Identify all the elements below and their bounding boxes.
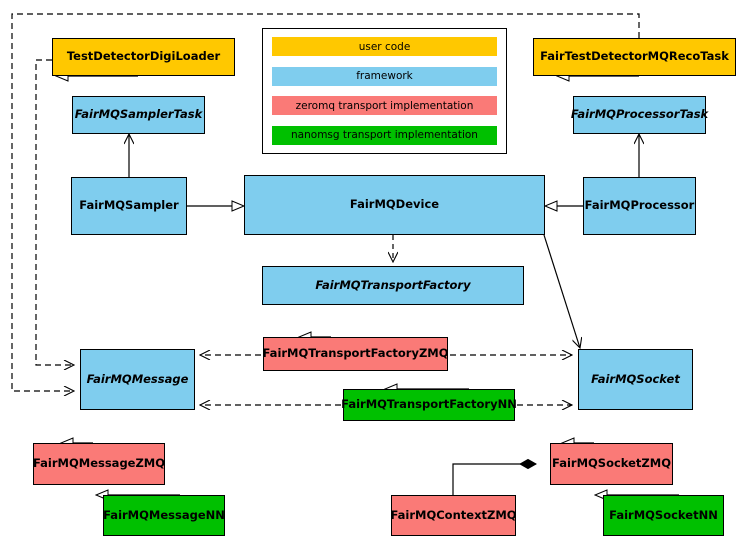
class-node-fairmq-transport-factory[interactable]: FairMQTransportFactory bbox=[262, 266, 524, 305]
class-node-fair-test-detector-mq-reco-task[interactable]: FairTestDetectorMQRecoTask bbox=[533, 38, 736, 76]
class-node-fairmq-device[interactable]: FairMQDevice bbox=[244, 175, 545, 235]
class-node-test-detector-digi-loader[interactable]: TestDetectorDigiLoader bbox=[52, 38, 235, 76]
class-node-fairmq-message-zmq[interactable]: FairMQMessageZMQ bbox=[33, 443, 165, 485]
class-label: FairMQSocketNN bbox=[609, 507, 718, 522]
edge-device-socket bbox=[543, 234, 580, 348]
legend-item-user-code: user code bbox=[272, 37, 497, 56]
class-label: FairMQDevice bbox=[349, 197, 440, 212]
class-node-fairmq-processor-task[interactable]: FairMQProcessorTask bbox=[570, 96, 709, 134]
class-node-fairmq-socket[interactable]: FairMQSocket bbox=[578, 349, 693, 410]
class-label: FairMQMessage bbox=[86, 371, 189, 386]
legend-label: zeromq transport implementation bbox=[295, 99, 474, 112]
class-label: FairMQProcessorTask bbox=[570, 107, 709, 122]
class-label: FairMQTransportFactory bbox=[315, 277, 471, 292]
legend-item-zeromq: zeromq transport implementation bbox=[272, 96, 497, 116]
class-node-fairmq-processor[interactable]: FairMQProcessor bbox=[583, 177, 696, 235]
class-label: FairMQSocket bbox=[591, 371, 680, 386]
class-node-fairmq-message-nn[interactable]: FairMQMessageNN bbox=[103, 495, 225, 536]
class-node-fairmq-message[interactable]: FairMQMessage bbox=[80, 349, 195, 410]
legend-label: user code bbox=[358, 40, 411, 53]
class-label: FairMQContextZMQ bbox=[390, 507, 517, 522]
class-label: FairMQMessageNN bbox=[103, 507, 225, 522]
class-label: FairMQSamplerTask bbox=[74, 107, 203, 122]
color-legend: user code framework zeromq transport imp… bbox=[262, 28, 507, 154]
class-label: FairMQSampler bbox=[79, 198, 179, 213]
legend-label: nanomsg transport implementation bbox=[291, 129, 478, 142]
edge-contextzmq-socketzmq bbox=[452, 464, 536, 495]
edge-digiloader-message bbox=[35, 59, 74, 365]
class-label: FairMQProcessor bbox=[584, 198, 695, 213]
class-label: FairMQTransportFactoryZMQ bbox=[262, 346, 449, 361]
class-node-fairmq-transport-factory-nn[interactable]: FairMQTransportFactoryNN bbox=[341, 389, 517, 421]
class-node-fairmq-socket-nn[interactable]: FairMQSocketNN bbox=[603, 495, 724, 536]
class-label: FairMQSocketZMQ bbox=[552, 456, 671, 471]
class-node-fairmq-socket-zmq[interactable]: FairMQSocketZMQ bbox=[550, 443, 673, 485]
class-label: TestDetectorDigiLoader bbox=[66, 49, 221, 64]
legend-item-nanomsg: nanomsg transport implementation bbox=[272, 125, 497, 145]
legend-item-framework: framework bbox=[272, 66, 497, 86]
legend-label: framework bbox=[356, 70, 413, 83]
class-label: FairMQMessageZMQ bbox=[32, 456, 166, 471]
class-node-fairmq-transport-factory-zmq[interactable]: FairMQTransportFactoryZMQ bbox=[262, 337, 449, 371]
class-node-fairmq-context-zmq[interactable]: FairMQContextZMQ bbox=[390, 495, 517, 536]
class-label: FairMQTransportFactoryNN bbox=[341, 397, 517, 412]
class-node-fairmq-sampler[interactable]: FairMQSampler bbox=[71, 177, 187, 235]
class-node-fairmq-sampler-task[interactable]: FairMQSamplerTask bbox=[72, 96, 205, 134]
class-label: FairTestDetectorMQRecoTask bbox=[540, 49, 729, 64]
